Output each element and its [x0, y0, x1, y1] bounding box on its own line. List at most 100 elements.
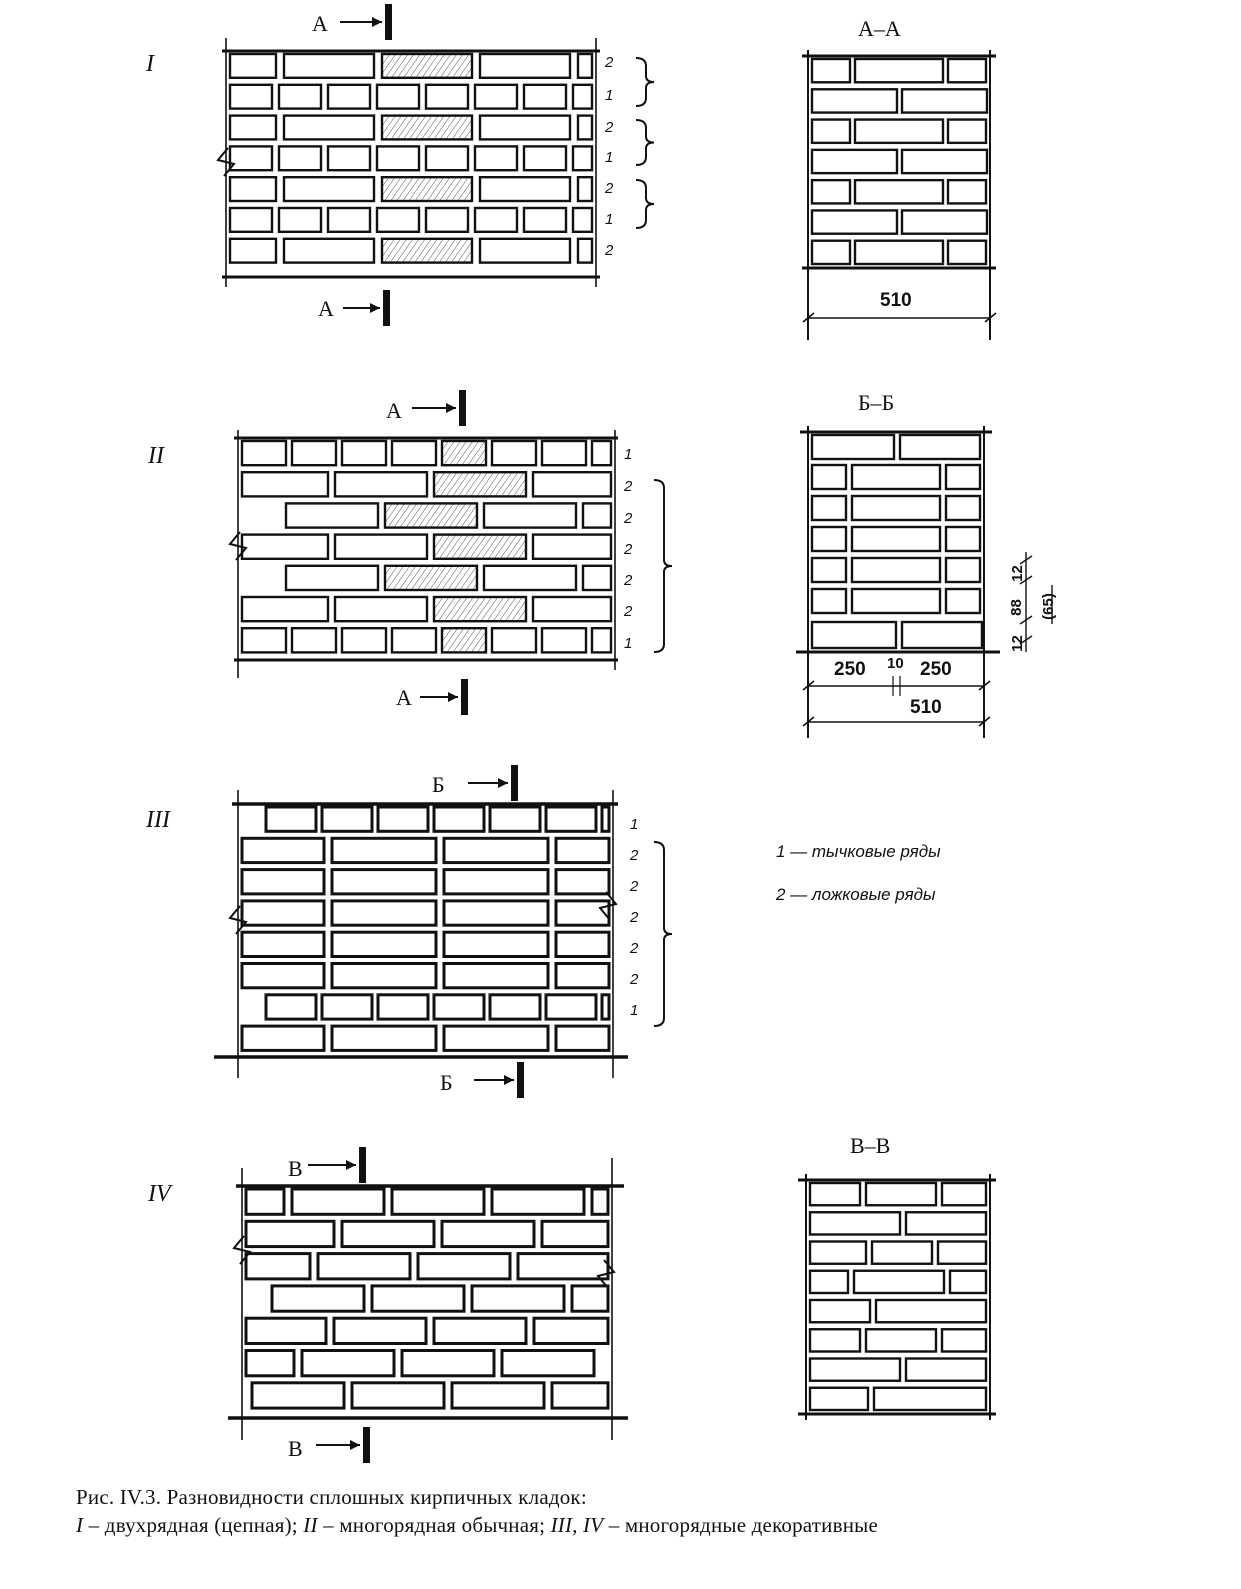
brick: [282, 114, 376, 141]
brick: [810, 57, 852, 84]
brick: [240, 899, 326, 927]
panel-1-row-label: 1: [605, 87, 614, 104]
section-bb-course-height: 88: [1007, 599, 1025, 616]
panel-1-cut-top-bar: [385, 4, 392, 40]
panel-1-row-label: 1: [605, 149, 614, 166]
brick: [473, 83, 519, 110]
brick: [390, 439, 438, 467]
brick: [940, 1328, 988, 1353]
panel-3-row-label: 2: [630, 940, 639, 957]
brick: [300, 1349, 396, 1378]
brick: [944, 587, 982, 615]
brick: [340, 627, 388, 654]
section-bb-joint-width: 10: [887, 655, 904, 672]
brick: [810, 525, 848, 553]
panel-1-brace: [635, 57, 655, 107]
brick: [600, 993, 611, 1021]
brick: [240, 930, 326, 959]
brick: [810, 88, 899, 114]
brick: [944, 494, 982, 522]
brick: [400, 1349, 496, 1378]
brick: [810, 118, 852, 145]
brick: [326, 145, 372, 172]
brick: [424, 145, 470, 172]
panel-1-numeral: I: [146, 51, 154, 77]
brick: [576, 175, 594, 203]
panel-1-row-label: 2: [605, 242, 614, 259]
brick: [940, 1181, 988, 1207]
brick: [853, 57, 945, 84]
panel-3-cut-bottom-arrowhead: [504, 1075, 514, 1085]
panel-3-cut-top-bar: [511, 765, 518, 801]
brick: [330, 836, 438, 865]
brick: [478, 237, 572, 264]
brick: [490, 627, 538, 654]
brick: [850, 525, 942, 553]
panel-4-cut-top-arrowhead: [346, 1160, 356, 1170]
brick: [432, 471, 528, 498]
brick: [340, 439, 388, 467]
panel-3-row-label: 1: [630, 1002, 639, 1019]
brick: [424, 206, 470, 233]
brick: [473, 145, 519, 172]
panel-3-row-label: 2: [630, 847, 639, 864]
brick: [350, 1381, 446, 1410]
brick: [550, 1381, 610, 1410]
brick: [900, 209, 989, 235]
brick: [808, 1328, 862, 1353]
brick: [330, 899, 438, 927]
panel-1-brace: [635, 179, 655, 229]
panel-2-cut-bottom-arrowhead: [448, 692, 458, 702]
brick: [277, 83, 323, 110]
section-bb-total-width: 510: [910, 697, 942, 718]
brick: [284, 564, 380, 592]
brick: [244, 1219, 336, 1249]
section-bb-joint-top: 12: [1008, 565, 1026, 582]
brick: [277, 145, 323, 172]
panel-4-break-right: [596, 1259, 616, 1289]
brick: [244, 1316, 328, 1345]
brick: [376, 805, 430, 833]
brick: [522, 145, 568, 172]
brick: [282, 175, 376, 203]
legend-stretcher-courses: 2 — ложковые ряды: [776, 885, 936, 904]
brick: [944, 556, 982, 584]
brick: [478, 52, 572, 79]
section-bb-vertical-dim-tick: [1019, 555, 1033, 565]
brick: [522, 83, 568, 110]
brick: [853, 118, 945, 145]
brick: [571, 83, 594, 110]
brick: [544, 993, 598, 1021]
section-vv-title: В–В: [850, 1133, 891, 1158]
panel-2-cut-top-arrowhead: [446, 403, 456, 413]
brick: [590, 627, 613, 654]
brick: [581, 502, 613, 529]
brick: [228, 83, 274, 110]
brick: [383, 564, 479, 592]
figure-caption-description: I – двухрядная (цепная); II – многорядна…: [76, 1515, 878, 1536]
brick: [874, 1298, 988, 1324]
brick: [333, 595, 429, 623]
brick: [228, 175, 278, 203]
panel-2-cut-bottom-label: А: [396, 685, 412, 710]
brick: [228, 52, 278, 79]
brick: [531, 595, 613, 623]
brick: [850, 494, 942, 522]
brick: [850, 587, 942, 615]
panel-4-numeral: IV: [148, 1181, 171, 1207]
brick: [808, 1269, 850, 1295]
brick: [946, 239, 988, 266]
section-bb-vertical-dim-tick: [1019, 615, 1033, 625]
panel-2-numeral: II: [148, 443, 164, 469]
brick: [810, 178, 852, 205]
brick: [936, 1240, 988, 1265]
figure-caption-title: Рис. IV.3. Разновидности сплошных кирпич…: [76, 1485, 587, 1509]
panel-3-numeral: III: [146, 807, 170, 833]
brick: [590, 439, 613, 467]
brick: [290, 1187, 386, 1216]
brick: [600, 805, 611, 833]
brick: [944, 525, 982, 553]
brick: [554, 899, 611, 927]
brick: [228, 114, 278, 141]
panel-1-cut-bottom-label: А: [318, 296, 334, 321]
